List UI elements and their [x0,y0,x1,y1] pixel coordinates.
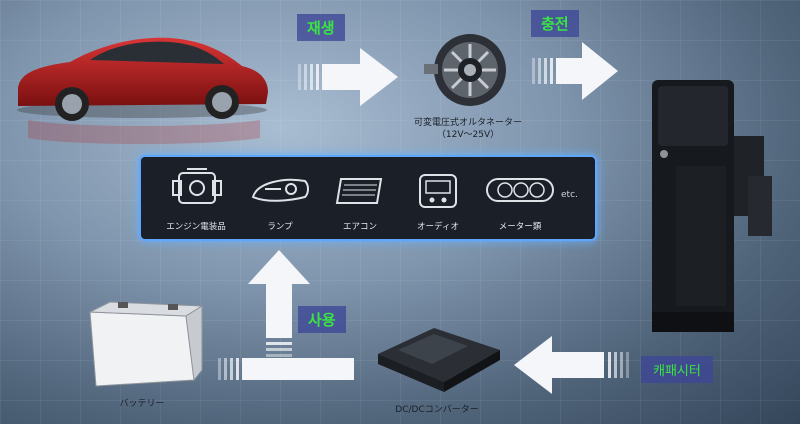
devices-more-label: etc. [561,190,578,200]
battery-flow-arrow [218,358,354,380]
use-arrow [248,250,310,357]
dcdc-caption: DC/DCコンバーター [395,405,479,415]
dcdc-converter-image [378,328,500,392]
alternator-range: （12V〜25V） [436,130,500,140]
device-label-meter: メーター類 [498,222,542,232]
capacitor-to-dcdc-arrow [514,336,629,394]
device-label-audio: オーディオ [417,222,459,232]
regen-label: 재생 [297,14,345,41]
device-label-lamp: ランプ [267,222,293,232]
device-label-aircon: エアコン [342,222,377,232]
electrical-devices-panel: エンジン電装品 ランプ エアコン オーディオ メーター類 etc. [139,155,597,241]
battery-caption: バッテリー [119,399,165,409]
audio-icon [419,174,457,208]
capacitor-unit-image [652,80,772,332]
charge-arrow [532,42,618,100]
use-label: 사용 [298,306,346,333]
charge-label: 충전 [531,10,579,37]
red-car-image [17,37,268,144]
headlamp-icon [251,178,309,202]
meter-icon [486,178,554,202]
regen-arrow [298,48,398,106]
alternator-caption: 可変電圧式オルタネーター [413,118,522,128]
device-label-engine: エンジン電装品 [166,222,226,232]
capacitor-label: 캐패시터 [641,356,713,383]
air-conditioner-icon [335,178,383,204]
battery-image [89,301,204,387]
alternator-image [424,34,506,106]
engine-icon [172,168,222,204]
